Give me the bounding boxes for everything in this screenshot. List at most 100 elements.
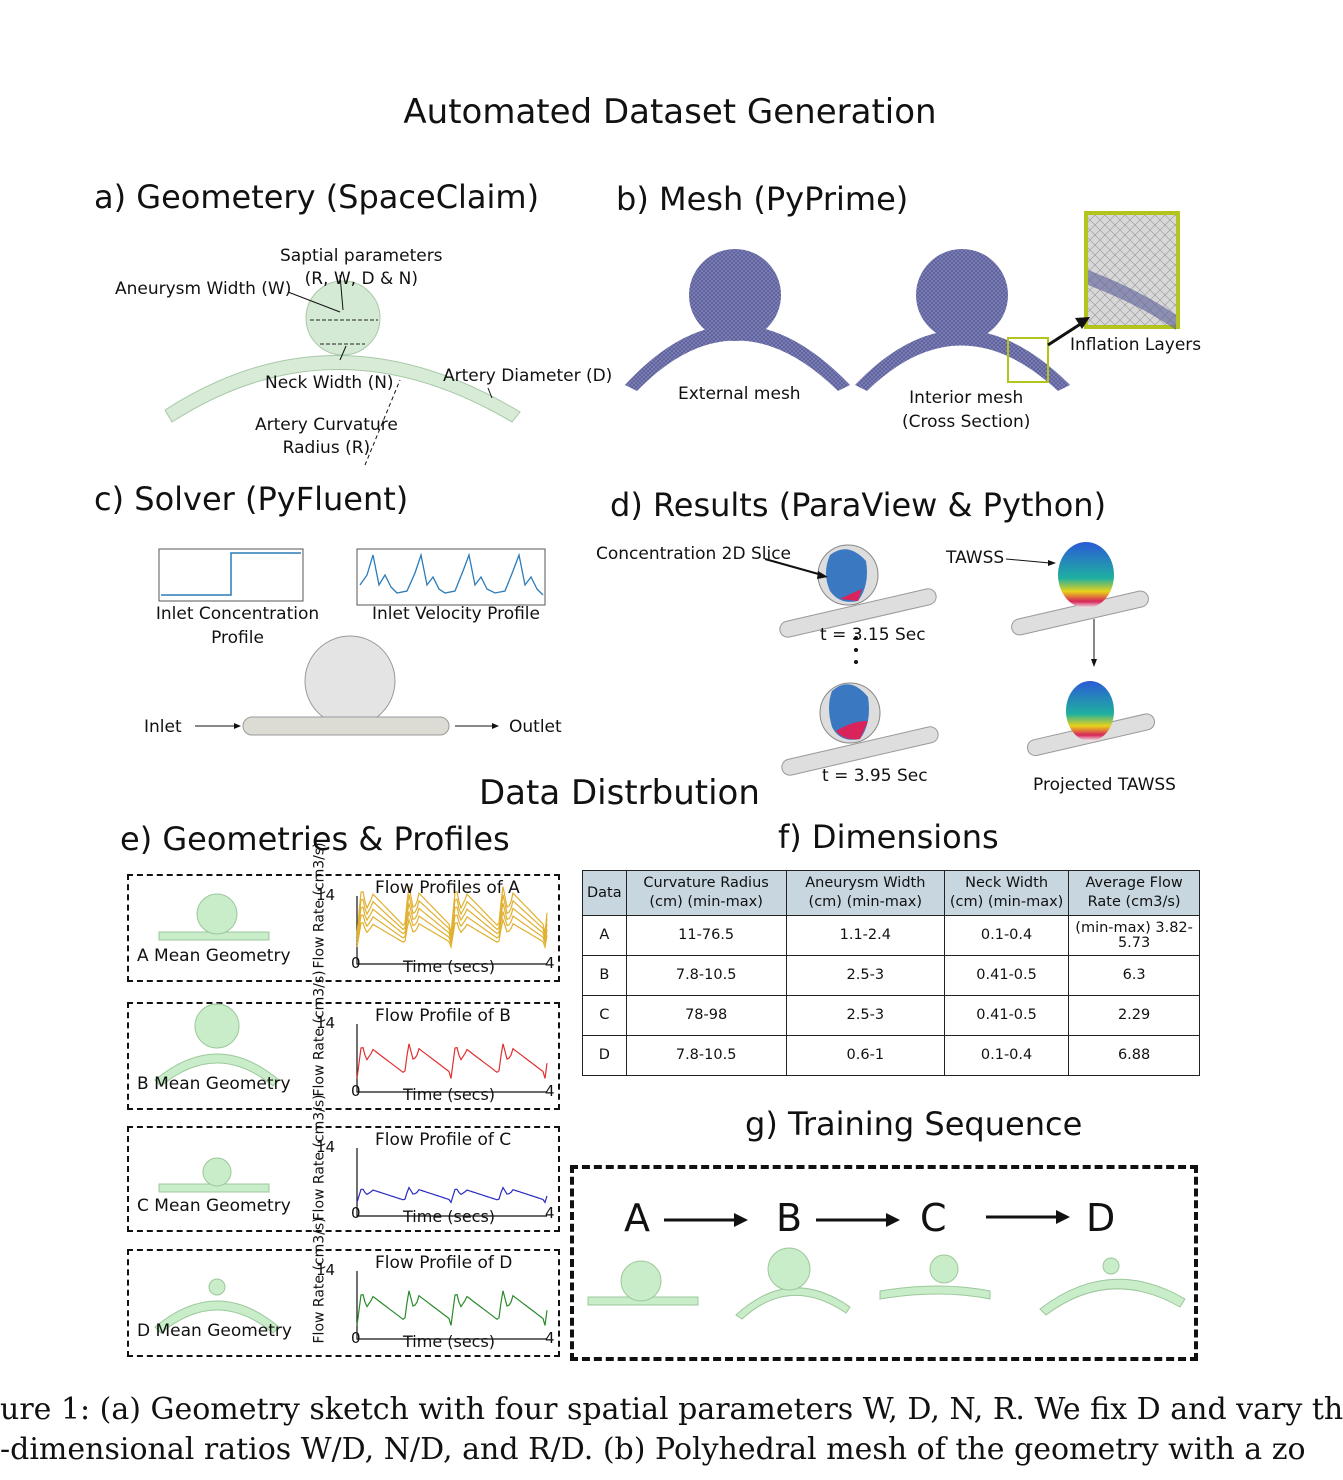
flow-series	[356, 1290, 548, 1326]
table-cell: 78-98	[625, 995, 787, 1036]
plot-xlabel: Time (secs)	[403, 1207, 496, 1226]
panel-d-title: d) Results (ParaView & Python)	[610, 486, 1107, 524]
table-cell: 11-76.5	[625, 915, 787, 956]
plot-x1: 4	[545, 1082, 555, 1100]
panel-f-title: f) Dimensions	[778, 818, 999, 856]
flow-series	[356, 917, 548, 950]
figure-title: Automated Dataset Generation	[403, 92, 937, 132]
table-cell: 0.6-1	[785, 1035, 945, 1076]
table-header-cell: Neck Width (cm) (min-max)	[943, 870, 1070, 916]
plot-x1: 4	[545, 1204, 555, 1222]
flow-series	[356, 894, 548, 937]
section-heading: Data Distrbution	[479, 773, 760, 813]
results-illustration	[764, 542, 1156, 776]
caption-line-1: ure 1: (a) Geometry sketch with four spa…	[0, 1392, 1343, 1427]
table-cell: A	[582, 915, 627, 956]
panel-c-title: c) Solver (PyFluent)	[94, 480, 409, 518]
plot-x0: 0	[351, 1204, 361, 1222]
external-mesh-label: External mesh	[678, 384, 801, 404]
panel-b-title: b) Mesh (PyPrime)	[616, 180, 909, 218]
interior-mesh-label: Interior mesh(Cross Section)	[902, 388, 1031, 432]
plot-ymax: 14	[316, 1014, 336, 1032]
geometry-label: C Mean Geometry	[137, 1196, 291, 1216]
plot-x0: 0	[351, 1082, 361, 1100]
plot-title: Flow Profile of C	[375, 1130, 512, 1150]
flow-series	[356, 1186, 548, 1204]
time-label-1: t = 3.15 Sec	[820, 625, 926, 645]
sequence-letter: C	[920, 1196, 947, 1240]
table-cell: D	[582, 1035, 627, 1076]
table-header-cell: Curvature Radius (cm) (min-max)	[625, 870, 787, 916]
plot-ymax: 14	[316, 886, 336, 904]
profile-box: C Mean Geometry Flow Profile of C 14 0 4 Time…	[127, 1094, 560, 1232]
neck-width-label: Neck Width (N)	[265, 373, 394, 393]
flow-profile-plot	[356, 1024, 548, 1093]
flow-profile-plot	[356, 1271, 548, 1340]
geometry-label: B Mean Geometry	[137, 1074, 291, 1094]
aneurysm-width-label: Aneurysm Width (W)	[115, 279, 292, 299]
plot-xlabel: Time (secs)	[403, 1085, 496, 1104]
flow-series	[356, 886, 548, 934]
sequence-letter: B	[776, 1196, 803, 1240]
table-cell: C	[582, 995, 627, 1036]
solver-illustration	[158, 548, 546, 736]
flow-series	[356, 1043, 548, 1079]
plot-xlabel: Time (secs)	[403, 1332, 496, 1351]
mesh-illustration	[625, 211, 1180, 391]
panel-e-title: e) Geometries & Profiles	[120, 820, 510, 858]
mean-geometry-drawing	[154, 1003, 280, 1087]
plot-x0: 0	[351, 954, 361, 972]
panel-g-title: g) Training Sequence	[745, 1105, 1083, 1143]
table-header-cell: Average Flow Rate (cm3/s)	[1068, 870, 1200, 916]
table-cell: (min-max) 3.82-5.73	[1068, 915, 1200, 956]
plot-axes	[356, 1148, 547, 1217]
plot-ylabel: Flow Rate (cm3/s)	[311, 1217, 328, 1344]
table-cell: 6.88	[1068, 1035, 1200, 1076]
plot-ymax: 14	[316, 1261, 336, 1279]
profile-box: A Mean Geometry Flow Profiles of A 14 0 4 Tim…	[127, 842, 560, 982]
plot-title: Flow Profile of D	[375, 1253, 513, 1273]
table-cell: 0.1-0.4	[943, 915, 1070, 956]
sequence-letter: D	[1086, 1196, 1116, 1240]
geometry-label: D Mean Geometry	[137, 1321, 292, 1341]
plot-xlabel: Time (secs)	[403, 957, 496, 976]
plot-axes	[356, 1024, 547, 1093]
table-cell: B	[582, 955, 627, 996]
inlet-label: Inlet	[144, 717, 182, 737]
inflation-layers-label: Inflation Layers	[1070, 335, 1202, 355]
projected-tawss-label: Projected TAWSS	[1033, 775, 1176, 795]
table-cell: 2.5-3	[785, 995, 945, 1036]
training-sequence-illustration	[587, 1210, 1186, 1320]
inlet-velocity-label: Inlet Velocity Profile	[372, 604, 540, 624]
outlet-label: Outlet	[509, 717, 562, 737]
table-cell: 0.1-0.4	[943, 1035, 1070, 1076]
mean-geometry-drawing	[158, 893, 270, 941]
plot-x1: 4	[545, 1329, 555, 1347]
spatial-params-label: Saptial parameters(R, W, D & N)	[280, 246, 443, 289]
plot-x1: 4	[545, 954, 555, 972]
plot-title: Flow Profiles of A	[375, 878, 520, 898]
plot-axes	[356, 896, 547, 965]
table-cell: 6.3	[1068, 955, 1200, 996]
table-cell: 0.41-0.5	[943, 955, 1070, 996]
table-header-cell: Aneurysm Width (cm) (min-max)	[785, 870, 945, 916]
tawss-label: TAWSS	[946, 548, 1005, 568]
plot-ylabel: Flow Rate (cm3/s)	[311, 842, 328, 969]
time-label-2: t = 3.95 Sec	[822, 766, 928, 786]
plot-ymax: 14	[316, 1138, 336, 1156]
geometry-label: A Mean Geometry	[137, 946, 291, 966]
plot-x0: 0	[351, 1329, 361, 1347]
artery-diameter-label: Artery Diameter (D)	[443, 366, 613, 386]
table-cell: 7.8-10.5	[625, 955, 787, 996]
table-cell: 1.1-2.4	[785, 915, 945, 956]
mean-geometry-drawing	[158, 1157, 270, 1193]
